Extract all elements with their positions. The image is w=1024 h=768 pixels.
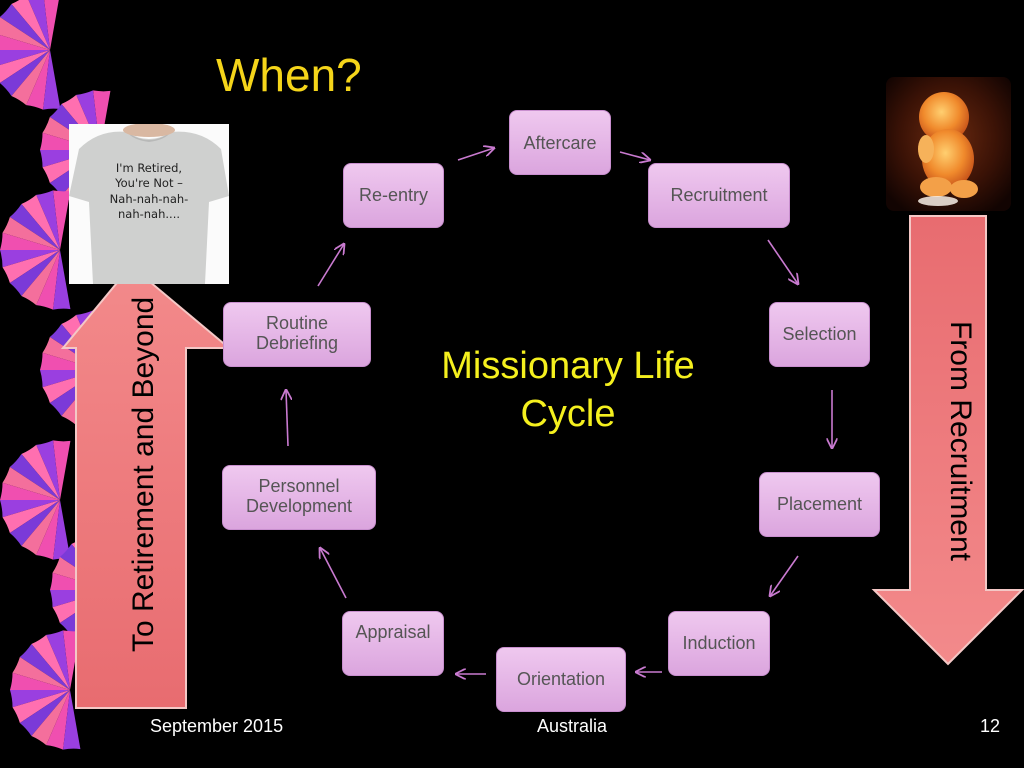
cycle-arrow — [619, 151, 650, 160]
fan-segment — [9, 500, 60, 546]
fan-segment — [2, 250, 60, 283]
cycle-arrow — [286, 390, 288, 447]
fan-segment — [93, 90, 111, 150]
fan-segment — [53, 500, 71, 560]
tshirt-text-line: Nah-nah-nah- — [110, 192, 189, 206]
fan-segment — [9, 454, 60, 500]
fan-segment — [26, 50, 50, 110]
fan-segment — [21, 250, 60, 306]
cycle-arrows — [286, 148, 832, 674]
fan-segment — [31, 690, 70, 746]
fan-segment — [31, 634, 70, 690]
fan-segment — [46, 690, 70, 750]
fan-segment — [36, 250, 60, 310]
fan-segment — [0, 250, 60, 268]
fan-segment — [21, 194, 60, 250]
fan-segment — [0, 482, 60, 500]
fan-segment — [10, 672, 70, 690]
fan-segment — [46, 630, 70, 690]
fan-segment — [0, 17, 50, 50]
slide-title: When? — [216, 49, 362, 101]
cycle-arrow — [320, 548, 347, 599]
cycle-step-recruitment: Recruitment — [648, 163, 790, 228]
fan-segment — [2, 500, 60, 533]
fan-segment — [12, 690, 70, 723]
fan-segment — [0, 50, 50, 65]
cycle-step-personnel-development: Personnel Development — [222, 465, 376, 530]
footer-date: September 2015 — [150, 716, 284, 736]
cycle-arrow — [767, 239, 798, 284]
cycle-step-selection: Selection — [769, 302, 870, 367]
fan-segment — [63, 690, 81, 750]
fan-segment — [43, 50, 61, 110]
fan-segment — [36, 190, 60, 250]
fan-segment — [0, 4, 50, 50]
fan-segment — [21, 500, 60, 556]
fan-segment — [0, 232, 60, 250]
retirement-arrow-shape — [60, 264, 232, 709]
cycle-step-orientation: Orientation — [496, 647, 626, 712]
fan-segment — [11, 50, 50, 106]
recruitment-arrow-label: From Recruitment — [944, 320, 977, 562]
fan-segment — [0, 50, 50, 96]
tshirt-text-line: You're Not – — [114, 176, 183, 190]
fan-segment — [36, 500, 60, 560]
cycle-step-induction: Induction — [668, 611, 770, 676]
fan-segment — [53, 190, 71, 250]
footer-page-number: 12 — [980, 716, 1001, 736]
fan-segment — [11, 0, 50, 50]
retirement-arrow-label: To Retirement and Beyond — [127, 296, 160, 652]
fan-segment — [12, 657, 70, 690]
fan-segment — [0, 50, 50, 83]
fan-segment — [53, 440, 71, 500]
fan-segment — [0, 500, 60, 518]
cycle-step-reentry: Re-entry — [343, 163, 444, 228]
recruitment-arrow-shape — [871, 215, 1024, 666]
fan-segment — [2, 217, 60, 250]
fan-segment — [9, 204, 60, 250]
fan-segment — [19, 644, 70, 690]
fan-segment — [2, 467, 60, 500]
fan-segment — [36, 440, 60, 500]
cycle-arrow — [770, 555, 799, 596]
cycle-step-placement: Placement — [759, 472, 880, 537]
cycle-step-appraisal: Appraisal — [342, 611, 444, 676]
fan-segment — [9, 250, 60, 296]
fan-segment — [21, 444, 60, 500]
fan-segment — [44, 0, 59, 50]
tshirt-text-line: I'm Retired, — [116, 161, 182, 175]
fan-segment — [19, 690, 70, 736]
fan-segment — [53, 250, 71, 310]
cycle-step-aftercare: Aftercare — [509, 110, 611, 175]
fan-segment — [10, 690, 70, 708]
fetus-photo — [886, 77, 1011, 211]
cycle-arrow — [317, 244, 344, 287]
footer-location: Australia — [537, 716, 608, 736]
fan-segment — [0, 35, 50, 50]
retired-tshirt-photo: I'm Retired, You're Not – Nah-nah-nah- n… — [69, 124, 229, 284]
cycle-arrow — [457, 148, 494, 161]
tshirt-text-line: nah-nah.... — [118, 207, 180, 221]
cycle-step-routine-debriefing: Routine Debriefing — [223, 302, 371, 367]
fan-segment — [28, 0, 50, 50]
cycle-center-label: Missionary Life Cycle — [441, 345, 695, 436]
